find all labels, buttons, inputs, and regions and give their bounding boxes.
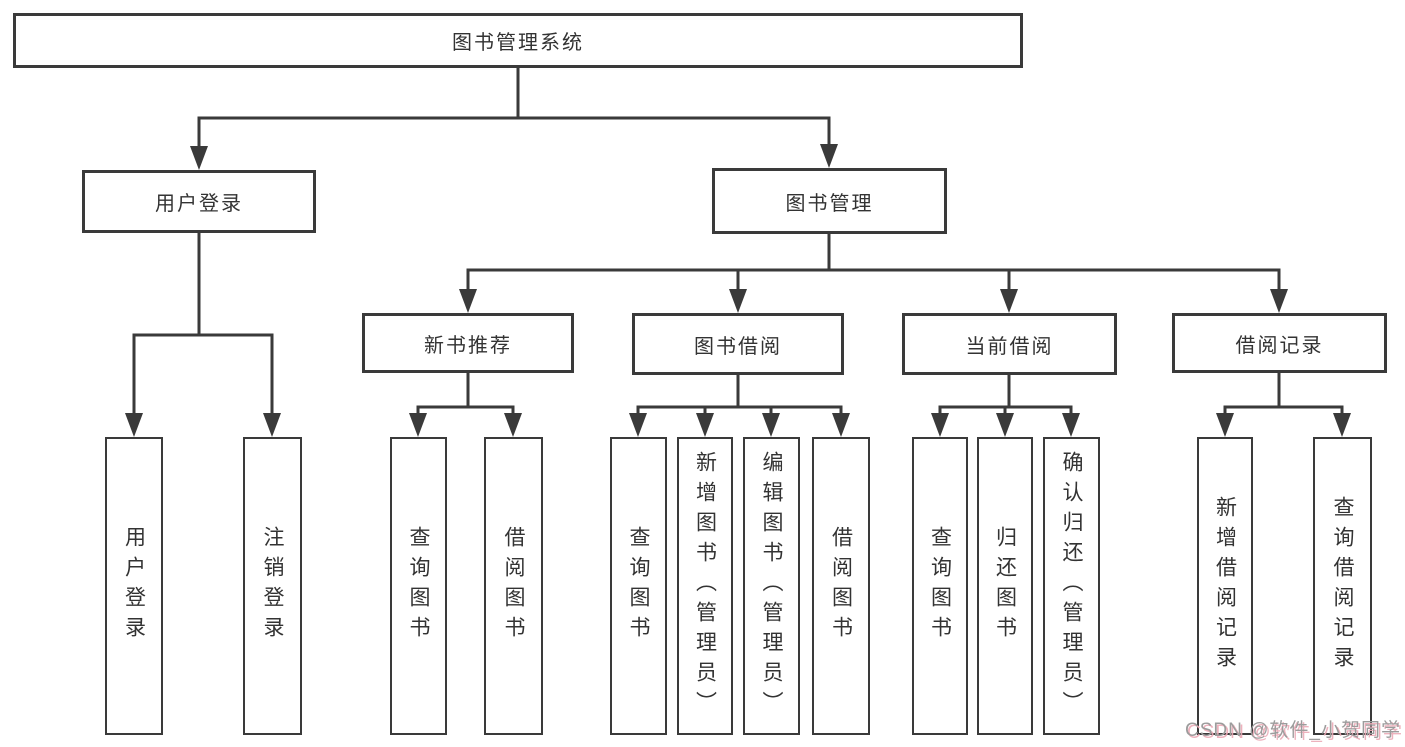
node-borrow-records: 借阅记录	[1172, 313, 1387, 373]
node-leaf-query-book-3: 查询图书	[912, 437, 968, 735]
node-leaf-user-login: 用户登录	[105, 437, 163, 735]
node-book-borrow: 图书借阅	[632, 313, 844, 375]
node-leaf-logout: 注销登录	[243, 437, 302, 735]
node-leaf-borrow-book-2: 借阅图书	[812, 437, 870, 735]
node-book-mgmt: 图书管理	[712, 168, 947, 234]
node-new-book-rec: 新书推荐	[362, 313, 574, 373]
node-user-login: 用户登录	[82, 170, 316, 233]
node-leaf-return-book: 归还图书	[977, 437, 1033, 735]
node-current-borrow: 当前借阅	[902, 313, 1117, 375]
node-leaf-query-book-1: 查询图书	[390, 437, 447, 735]
node-leaf-query-record: 查询借阅记录	[1313, 437, 1372, 735]
node-leaf-query-book-2: 查询图书	[610, 437, 667, 735]
watermark: CSDN @软件_小贺同学	[1185, 720, 1401, 741]
node-leaf-edit-book: 编辑图书（管理员）	[743, 437, 800, 735]
node-root: 图书管理系统	[13, 13, 1023, 68]
node-leaf-add-record: 新增借阅记录	[1197, 437, 1253, 735]
node-leaf-borrow-book-1: 借阅图书	[484, 437, 543, 735]
node-leaf-confirm-return: 确认归还（管理员）	[1043, 437, 1100, 735]
node-leaf-add-book: 新增图书（管理员）	[677, 437, 733, 735]
